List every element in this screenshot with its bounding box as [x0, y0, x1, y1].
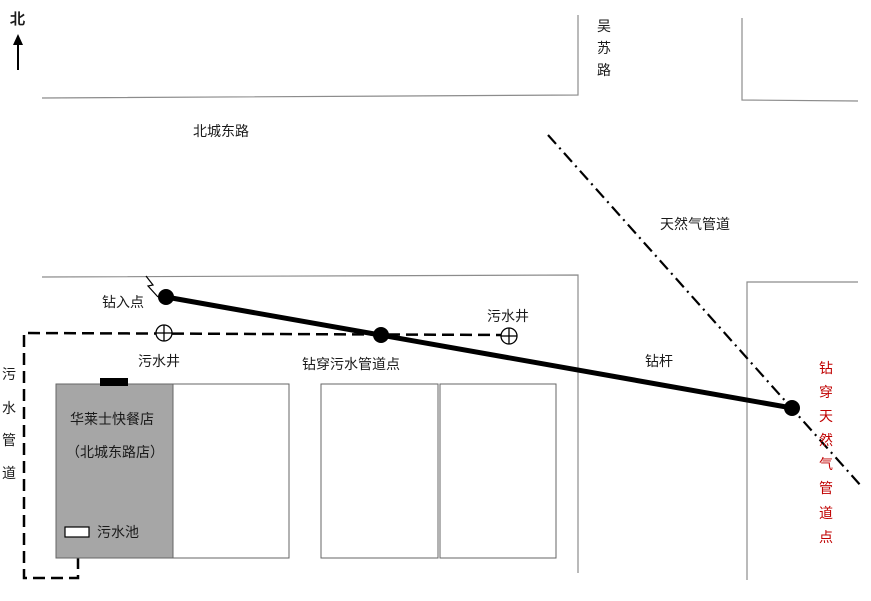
entry-point: [158, 289, 174, 305]
sewer-cross-label: 钻穿污水管道点: [302, 357, 400, 373]
svg-text:路: 路: [597, 63, 611, 79]
svg-text:点: 点: [819, 530, 833, 546]
road-edges: [41, 15, 859, 580]
svg-text:管: 管: [819, 481, 833, 497]
gas-pipeline-label: 天然气管道: [660, 216, 730, 233]
svg-text:天: 天: [819, 409, 833, 425]
sewage-tank: [64, 526, 90, 538]
svg-text:穿: 穿: [819, 385, 833, 401]
manhole-right: [500, 327, 518, 345]
building-3: [320, 383, 439, 559]
road-label-wusu: 吴 苏 路: [597, 19, 611, 79]
north-label: 北: [10, 10, 25, 28]
svg-text:污: 污: [2, 367, 16, 383]
sewage-tank-label: 污水池: [97, 525, 139, 541]
north-arrow: 北: [10, 10, 25, 70]
svg-text:吴: 吴: [597, 19, 611, 35]
manhole-label-right: 污水井: [487, 309, 529, 325]
restaurant-name: 华莱士快餐店: [70, 412, 154, 428]
road-label-beicheng-east: 北城东路: [193, 124, 249, 140]
manhole-label-left: 污水井: [138, 354, 180, 370]
gas-cross-label: 钻 穿 天 然 气 管 道 点: [819, 361, 833, 546]
drill-rod: [165, 294, 793, 411]
building-4: [439, 383, 557, 559]
gas-cross-point: [784, 400, 800, 416]
svg-text:钻: 钻: [819, 361, 833, 377]
svg-text:然: 然: [819, 432, 833, 449]
entry-point-label: 钻入点: [102, 295, 144, 311]
building-2: [172, 383, 290, 559]
svg-text:道: 道: [819, 506, 833, 522]
sewer-cross-point: [373, 327, 389, 343]
svg-text:气: 气: [819, 457, 833, 473]
restaurant-branch: （北城东路店）: [66, 445, 164, 461]
svg-text:苏: 苏: [597, 41, 611, 57]
lightning-icon: [145, 275, 159, 298]
sewer-pipe-label: 污 水 管 道: [2, 367, 16, 482]
gas-pipeline: [547, 134, 863, 488]
drill-rod-label: 钻杆: [645, 354, 673, 370]
restaurant-entrance: [100, 378, 128, 386]
svg-text:管: 管: [2, 433, 16, 449]
svg-text:道: 道: [2, 466, 16, 482]
sewer-pipe: [22, 331, 509, 580]
svg-text:水: 水: [2, 401, 16, 417]
manhole-left: [155, 324, 173, 342]
